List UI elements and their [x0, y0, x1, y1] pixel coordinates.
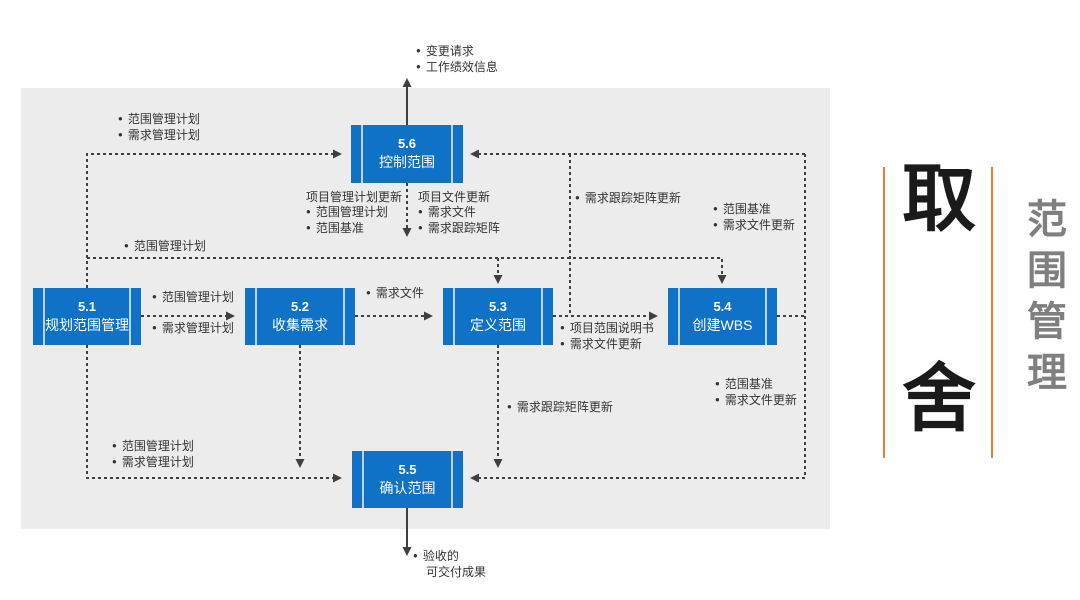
vertical-title: 范围管理 [1021, 198, 1065, 402]
io-label: 需求文件更新 [713, 218, 795, 234]
label-group-scope-plan-mid: 范围管理计划 [124, 239, 206, 255]
label-group-rtm-update-bottom: 需求跟踪矩阵更新 [507, 400, 613, 416]
io-label: 验收的 [413, 549, 486, 565]
io-label: 范围管理计划 [306, 205, 402, 221]
io-label: 需求文件 [366, 286, 424, 302]
io-label: 需求文件更新 [560, 337, 654, 353]
io-label: 需求跟踪矩阵更新 [575, 191, 681, 207]
process-name: 控制范围 [379, 154, 435, 171]
io-label: 可交付成果 [426, 565, 487, 579]
io-label: 范围管理计划 [118, 112, 200, 128]
io-label-header: 项目文件更新 [418, 190, 491, 204]
io-label: 项目范围说明书 [560, 321, 654, 337]
process-number: 5.5 [398, 461, 417, 477]
process-number: 5.2 [290, 298, 310, 314]
label-group-baseline-top: 范围基准 需求文件更新 [713, 202, 795, 234]
label-group-req-docs: 需求文件 [366, 286, 424, 302]
io-label: 需求文件 [418, 205, 500, 221]
io-label: 范围基准 [713, 202, 795, 218]
connector-51-up-to-56 [86, 149, 342, 288]
io-label: 需求管理计划 [118, 128, 200, 144]
process-box-5-2: 5.2 收集需求 [245, 288, 355, 345]
label-group-doc-updates: 项目文件更新 需求文件 需求跟踪矩阵 [418, 190, 500, 237]
io-label: 范围管理计划 [124, 239, 206, 255]
io-label: 需求跟踪矩阵 [418, 221, 500, 237]
process-name: 规划范围管理 [45, 316, 129, 333]
accent-line-left [883, 167, 885, 458]
process-box-5-1: 5.1 规划范围管理 [33, 288, 141, 345]
process-number: 5.4 [713, 298, 732, 314]
label-group-56-inputs-left: 范围管理计划 需求管理计划 [118, 112, 200, 144]
accent-line-right [991, 167, 993, 458]
label-group-plan-below-51-52: 需求管理计划 [152, 321, 234, 337]
process-box-5-4: 5.4 创建WBS [668, 288, 777, 345]
io-label-header: 项目管理计划更新 [306, 190, 403, 204]
process-name: 收集需求 [272, 316, 328, 333]
io-label: 需求管理计划 [152, 321, 234, 337]
io-label: 范围基准 [715, 377, 797, 393]
label-group-baseline-bottom: 范围基准 需求文件更新 [715, 377, 797, 409]
io-label: 需求跟踪矩阵更新 [507, 400, 613, 416]
process-number: 5.3 [488, 298, 508, 314]
io-label: 范围管理计划 [152, 290, 234, 306]
label-group-55-inputs-left: 范围管理计划 需求管理计划 [112, 439, 194, 471]
process-name: 创建WBS [692, 316, 753, 333]
io-label: 需求管理计划 [112, 455, 194, 471]
process-box-5-5: 5.5 确认范围 [352, 451, 463, 508]
io-label: 需求文件更新 [715, 393, 797, 409]
io-label: 范围基准 [306, 221, 402, 237]
connector-51-down-to-55 [86, 345, 342, 483]
io-label: 工作绩效信息 [416, 60, 498, 76]
label-group-53-outputs: 项目范围说明书 需求文件更新 [560, 321, 654, 353]
label-group-rtm-update-top: 需求跟踪矩阵更新 [575, 191, 681, 207]
io-label: 变更请求 [416, 44, 498, 60]
process-name: 定义范围 [470, 316, 526, 333]
label-group-pm-plan-updates: 项目管理计划更新 范围管理计划 范围基准 [306, 190, 402, 237]
process-number: 5.1 [77, 298, 97, 314]
process-number: 5.6 [397, 136, 417, 152]
label-group-56-outputs-up: 变更请求 工作绩效信息 [416, 44, 498, 76]
connector-mid-rail-to-54 [87, 257, 727, 284]
label-group-plan-above-51-52: 范围管理计划 [152, 290, 234, 306]
io-label: 范围管理计划 [112, 439, 194, 455]
process-name: 确认范围 [379, 479, 436, 496]
process-box-5-3: 5.3 定义范围 [443, 288, 553, 345]
process-box-5-6: 5.6 控制范围 [351, 125, 463, 183]
big-char-bottom: 舍 [902, 356, 976, 442]
label-group-55-output-down: 验收的 可交付成果 [413, 549, 486, 580]
big-char-top: 取 [902, 156, 976, 242]
